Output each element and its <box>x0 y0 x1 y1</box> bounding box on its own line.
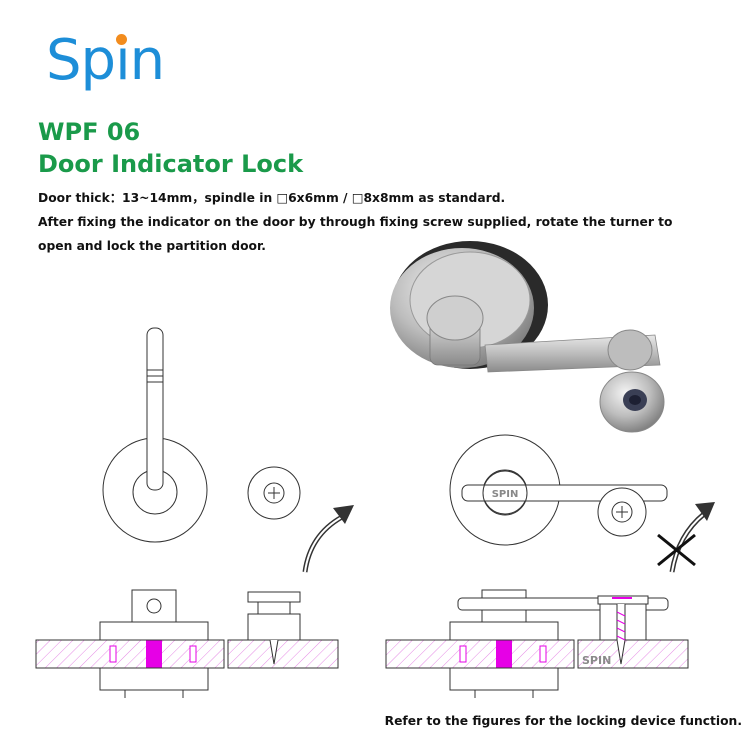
logo-text: Spin <box>46 28 165 93</box>
logo-dot-icon <box>116 34 127 45</box>
description-line-2: After fixing the indicator on the door b… <box>38 215 673 229</box>
plate-brand-label: SPIN <box>582 654 611 667</box>
left-cross-section <box>35 589 339 698</box>
curved-arrow-icon <box>302 505 354 573</box>
curved-arrow-crossed-icon <box>657 502 715 573</box>
footer-note: Refer to the figures for the locking dev… <box>384 714 742 728</box>
right-cross-section <box>385 589 689 698</box>
product-photo <box>390 241 665 433</box>
screw-cap-top-view <box>247 466 301 520</box>
product-model: WPF 06 <box>38 118 141 146</box>
right-top-view <box>449 434 668 546</box>
description-line-1: Door thick：13~14mm，spindle in □6x6mm / □… <box>38 191 506 205</box>
spin-logo: Spin <box>46 26 166 96</box>
left-top-view <box>102 327 208 543</box>
lever-brand-label: SPIN <box>492 489 519 500</box>
product-name: Door Indicator Lock <box>38 150 304 178</box>
description-line-3: open and lock the partition door. <box>38 239 266 253</box>
